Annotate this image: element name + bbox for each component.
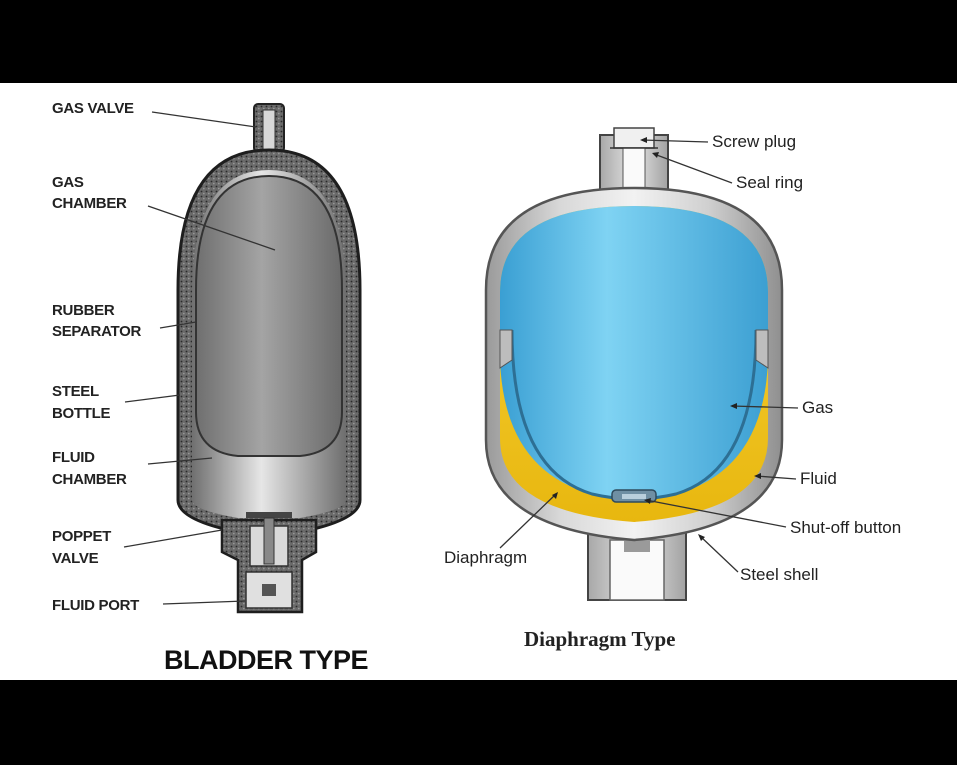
- label-seal-ring: Seal ring: [736, 173, 803, 192]
- label-fluid-chamber-2: CHAMBER: [52, 471, 127, 488]
- bladder-accumulator: GAS VALVE GAS CHAMBER RUBBER SEPARATOR S…: [52, 100, 369, 675]
- leader-fluid-port: [162, 600, 246, 605]
- label-shutoff-button: Shut-off button: [790, 518, 901, 537]
- label-steel-shell: Steel shell: [740, 565, 818, 584]
- letterbox-top: [0, 0, 957, 83]
- leader-fluid-chamber: [147, 457, 213, 465]
- diaphragm-screw-plug: [613, 127, 655, 149]
- leader-poppet-valve: [123, 529, 223, 548]
- leader-fluid: [755, 475, 797, 480]
- leader-steel-shell: [699, 535, 739, 573]
- label-diaphragm: Diaphragm: [444, 548, 527, 567]
- leader-gas-chamber: [147, 205, 276, 251]
- diaphragm-title: Diaphragm Type: [524, 627, 676, 651]
- leader-gas-valve: [151, 111, 257, 128]
- label-steel-bottle-1: STEEL: [52, 383, 99, 400]
- label-steel-bottle-2: BOTTLE: [52, 405, 110, 422]
- leader-seal-ring: [653, 153, 733, 184]
- label-fluid-port: FLUID PORT: [52, 597, 139, 614]
- leader-rubber-separator: [159, 321, 197, 329]
- leader-screw-plug: [641, 139, 709, 143]
- letterbox-bottom: [0, 680, 957, 765]
- label-rubber-separator-1: RUBBER: [52, 302, 115, 319]
- label-gas-valve: GAS VALVE: [52, 100, 134, 117]
- label-gas-chamber-1: GAS: [52, 174, 84, 191]
- label-gas-chamber-2: CHAMBER: [52, 195, 127, 212]
- label-fluid-chamber-1: FLUID: [52, 449, 95, 466]
- label-fluid: Fluid: [800, 469, 837, 488]
- label-poppet-valve-2: VALVE: [52, 550, 99, 567]
- diaphragm-gas: [500, 206, 768, 499]
- diaphragm-accumulator: Screw plug Seal ring Gas Fluid Shut-off …: [444, 127, 901, 651]
- label-poppet-valve-1: POPPET: [52, 528, 111, 545]
- label-rubber-separator-2: SEPARATOR: [52, 323, 141, 340]
- bladder-rubber-separator: [195, 174, 343, 457]
- leader-steel-bottle: [124, 394, 181, 403]
- leader-gas: [731, 405, 799, 409]
- bladder-title: BLADDER TYPE: [164, 645, 368, 675]
- leader-shutoff-button: [645, 499, 787, 528]
- content-background: [0, 83, 957, 680]
- leader-diaphragm: [499, 493, 557, 549]
- label-gas: Gas: [802, 398, 833, 417]
- label-screw-plug: Screw plug: [712, 132, 796, 151]
